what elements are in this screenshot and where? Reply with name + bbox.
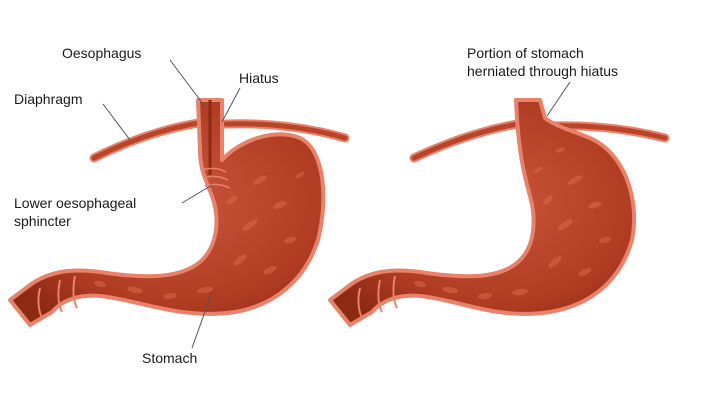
hernia-anatomy-panel: Portion of stomach herniated through hia… — [328, 45, 670, 327]
label-herniated-line2: herniated through hiatus — [467, 63, 618, 79]
leader-hiatus — [221, 87, 241, 123]
normal-anatomy-panel: Oesophagus Hiatus Diaphragm Lower oesoph… — [8, 45, 350, 366]
leader-stomach — [191, 291, 213, 349]
label-hiatus: Hiatus — [239, 70, 279, 86]
leader-oesophagus — [169, 59, 207, 109]
label-sphincter-line2: sphincter — [14, 213, 71, 229]
label-oesophagus: Oesophagus — [62, 45, 141, 61]
label-sphincter-line1: Lower oesophageal — [14, 195, 136, 211]
diaphragm-normal — [89, 117, 350, 163]
leader-herniated-portion — [546, 81, 571, 117]
label-diaphragm: Diaphragm — [14, 91, 82, 107]
stomach-herniated — [328, 98, 637, 327]
label-herniated-line1: Portion of stomach — [467, 45, 584, 61]
leader-diaphragm — [102, 103, 131, 141]
stomach-normal — [8, 98, 326, 327]
label-stomach: Stomach — [142, 350, 197, 366]
leader-sphincter — [181, 184, 213, 204]
